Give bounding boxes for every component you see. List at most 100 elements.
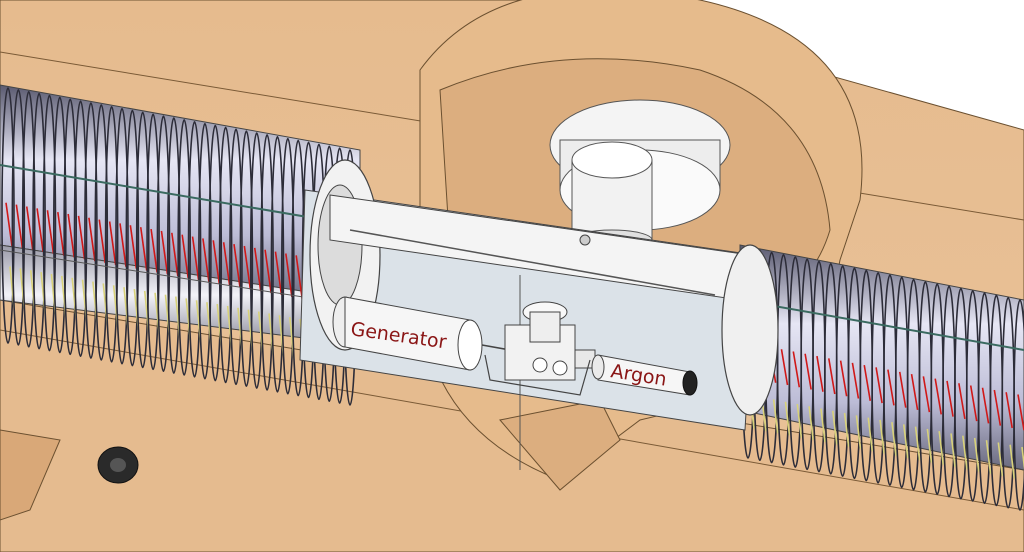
right-coil-rings [741,247,1024,511]
red-wire [264,249,272,294]
red-wire [25,206,34,250]
red-wire [934,378,943,415]
yellow-rod [950,433,956,468]
red-wire [816,355,824,392]
yellow-rod [973,437,980,472]
red-wire [129,225,138,269]
red-wire [108,221,117,265]
yellow-rod [879,419,885,454]
red-wire [910,374,919,410]
valve-assembly [484,301,596,396]
red-wire [827,358,836,395]
red-wire [15,204,24,249]
red-wire [5,202,13,247]
coil-ring [177,119,191,376]
red-wire [160,230,169,275]
red-wire [946,380,954,417]
coil-ring [156,115,171,372]
yellow-rod [1009,444,1015,479]
red-wire [274,251,283,296]
red-wire [202,238,210,282]
red-wire [191,236,200,281]
coil-ring [270,136,285,393]
coil-ring [260,134,274,391]
coil-ring [281,137,295,395]
red-wire [993,389,1002,426]
red-wire [839,360,848,397]
yellow-rod [962,435,968,470]
generator-cylinder: Generator [332,296,511,371]
yellow-rod [831,410,838,445]
red-wire [181,234,189,279]
red-wire [922,376,931,413]
coil-ring [53,96,67,354]
coil-ring [1,87,15,344]
red-wire [1017,394,1024,431]
red-wire [804,353,812,390]
coil-ring [73,100,88,357]
red-wire [285,253,293,297]
red-wire [780,349,789,386]
red-wire [958,383,966,420]
red-wire [863,364,872,401]
red-wire [222,242,231,286]
coil-ring [167,117,181,374]
yellow-rod [902,424,909,459]
coil-ring [104,105,119,363]
coil-ring [146,113,160,371]
coil-ring [218,126,233,384]
yellow-rod [784,401,791,436]
vertical-pump-cylinder [549,99,731,251]
coil-ring [63,98,77,356]
yellow-rod [938,431,945,465]
red-wire [150,228,158,273]
yellow-rod [997,442,1004,477]
yellow-rod [1021,446,1024,471]
right-coil-section [739,244,1024,511]
coil-ring [208,124,223,382]
red-wire [875,367,883,404]
coil-ring [198,122,212,380]
red-wire [98,219,107,264]
red-wire [295,255,303,299]
red-wire [77,215,86,260]
yellow-rod [985,440,992,474]
coil-ring [115,107,129,365]
coil-ring [32,92,46,350]
coil-ring [135,111,150,369]
red-wire [243,245,252,290]
yellow-rod [796,403,803,438]
red-wire [57,212,65,256]
red-wire [119,223,127,267]
yellow-rod [772,399,779,434]
yellow-rod [820,408,826,443]
coil-ring [249,132,264,389]
yellow-rod [843,412,850,447]
red-wire [969,385,978,422]
red-wire [139,227,148,271]
yellow-rod [891,422,897,456]
coil-ring [187,121,202,378]
red-wire [212,240,221,284]
coil-ring [229,128,243,386]
red-wire [67,213,75,258]
red-wire [898,371,907,408]
coil-ring [239,130,254,388]
coil-ring [42,94,57,352]
red-wire [36,208,44,252]
coil-ring [1013,299,1024,511]
red-wire [792,351,801,388]
support-wheels [97,446,139,484]
yellow-rod [855,415,862,450]
coil-ring [21,90,36,348]
red-wire [171,232,179,277]
coil-ring [125,109,140,367]
yellow-rod [914,426,921,461]
red-wire [851,362,860,399]
yellow-rod [867,417,874,452]
red-wire [88,217,96,262]
red-wire [887,369,895,406]
red-wire [253,247,262,292]
red-wire [981,387,990,424]
